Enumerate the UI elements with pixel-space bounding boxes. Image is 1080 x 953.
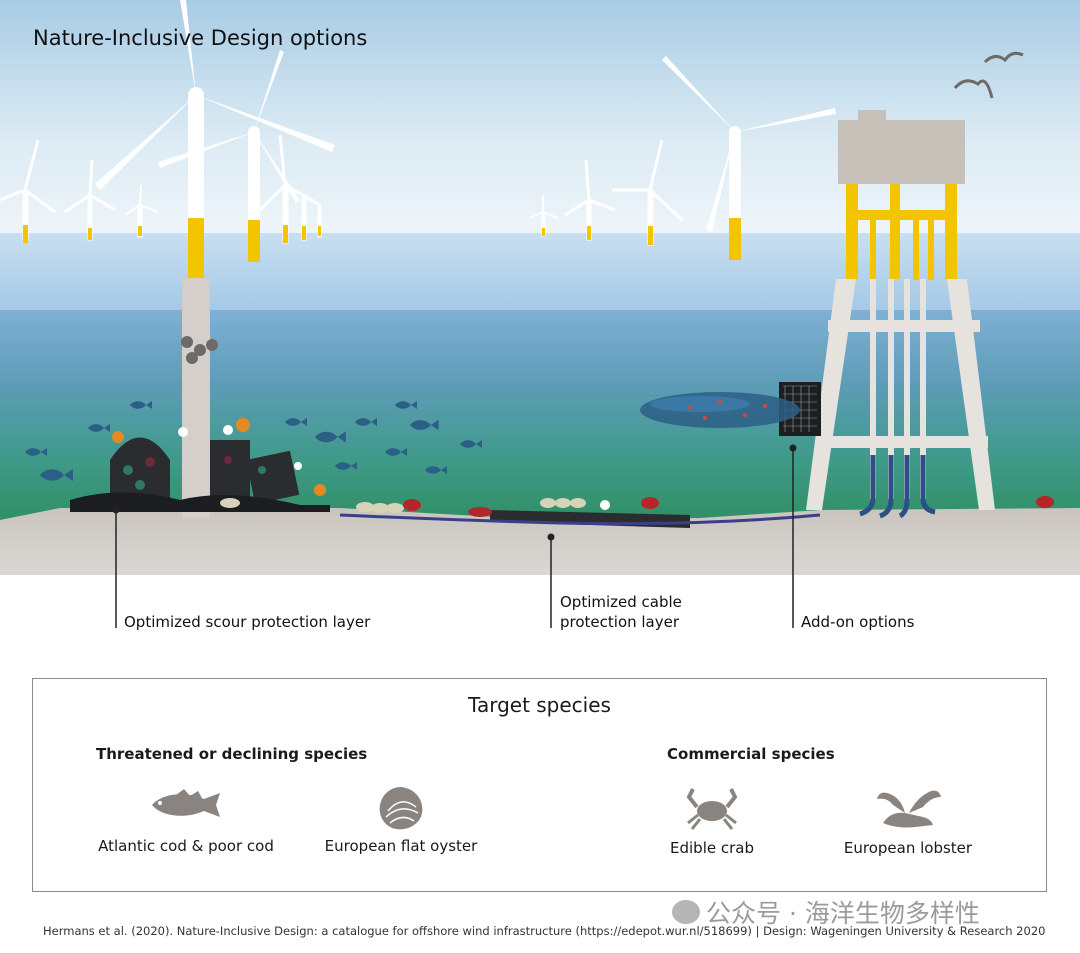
species-cod-label: Atlantic cod & poor cod — [98, 837, 274, 855]
species-cod: Atlantic cod & poor cod — [91, 785, 281, 855]
middle-turbine — [662, 56, 836, 260]
crabs — [403, 496, 1054, 517]
watermark-text: 公众号 · 海洋生物多样性 — [706, 899, 980, 928]
crab-icon — [686, 788, 738, 830]
wechat-icon — [672, 900, 700, 924]
callout-add-on-options: Add-on options — [801, 613, 915, 631]
citation: Hermans et al. (2020). Nature-Inclusive … — [43, 924, 1046, 938]
species-crab-label: Edible crab — [670, 839, 754, 857]
callout-scour-protection: Optimized scour protection layer — [124, 613, 371, 631]
species-lobster: European lobster — [823, 783, 993, 857]
species-lobster-label: European lobster — [843, 839, 973, 857]
callout-lines — [115, 448, 794, 628]
species-oyster: European flat oyster — [316, 785, 486, 855]
threatened-species-heading: Threatened or declining species — [96, 745, 368, 763]
callout-cable-line2: protection layer — [560, 613, 680, 631]
offshore-wind-illustration — [0, 0, 1080, 660]
page-title: Nature-Inclusive Design options — [33, 26, 368, 50]
target-species-heading: Target species — [468, 693, 611, 717]
species-crab: Edible crab — [653, 783, 771, 857]
scour-protection — [70, 336, 610, 513]
commercial-species-heading: Commercial species — [667, 745, 835, 763]
seagulls — [953, 51, 1024, 99]
lobster-icon — [877, 790, 941, 828]
watermark: 公众号 · 海洋生物多样性 — [672, 894, 980, 930]
cable-protection — [339, 510, 821, 528]
callout-cable-line1: Optimized cable — [560, 593, 682, 611]
callout-cable-protection: Optimized cable protection layer — [560, 592, 682, 632]
species-oyster-label: European flat oyster — [324, 837, 478, 855]
small-fish-shoal — [640, 392, 800, 428]
oyster-icon — [379, 787, 423, 830]
main-turbine-left — [95, 0, 335, 518]
offshore-substation — [806, 110, 995, 519]
distant-turbines — [0, 134, 684, 246]
target-species-panel: Target species Threatened or declining s… — [32, 678, 1047, 892]
cod-icon — [152, 789, 220, 817]
